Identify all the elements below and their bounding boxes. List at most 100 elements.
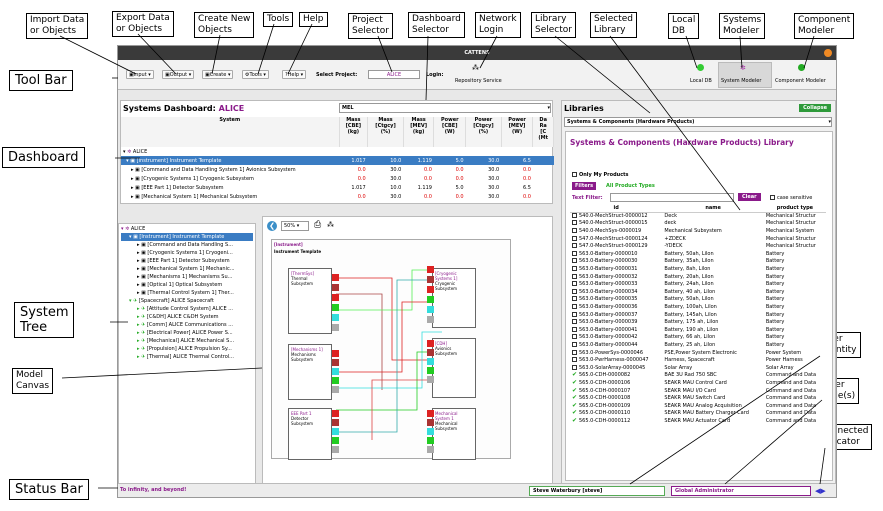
tree-item[interactable]: ▾ ✲ ALICE	[121, 226, 146, 232]
block-thermal[interactable]: [ThermSys]Thermal Subsystem	[288, 268, 332, 334]
tree-item[interactable]: ▸ ✈ [Thermal] ALICE Thermal Control...	[137, 354, 234, 360]
block-avionics[interactable]: [CDH]Avionics Subsystem	[432, 338, 476, 398]
print-icon[interactable]: ⎙	[314, 220, 322, 230]
port[interactable]	[427, 349, 434, 356]
tree-item[interactable]: ▸ ✈ [Comm] ALICE Communications ...	[137, 322, 233, 328]
table-row[interactable]: ▸ ▣ [Cryogenic Systems 1] Cryogenic Subs…	[123, 175, 531, 182]
tree-item[interactable]: ▸ ▣ [Optical 1] Optical Subsystem	[137, 282, 223, 288]
tree-item[interactable]: ▸ ✈ [C&DH] ALICE C&DH System	[137, 314, 219, 320]
port[interactable]	[332, 284, 339, 291]
port[interactable]	[332, 419, 339, 426]
port[interactable]	[332, 274, 339, 281]
port[interactable]	[332, 437, 339, 444]
port[interactable]	[332, 410, 339, 417]
tree-item[interactable]: ▸ ✈ [Propulsion] ALICE Propulsion Sy...	[137, 346, 232, 352]
table-row[interactable]: ▾ ✲ ALICE	[123, 148, 148, 155]
port[interactable]	[427, 428, 434, 435]
table-row[interactable]: ▸ ▣ [Command and Data Handling System 1]…	[123, 166, 531, 173]
tree-item[interactable]: ▸ ▣ [EEE Part 1] Detector Subsystem	[137, 258, 230, 264]
tools-button[interactable]: ⚙Tools ▾	[242, 70, 269, 79]
only-my-products[interactable]: Only My Products	[572, 172, 629, 178]
port[interactable]	[427, 266, 434, 273]
col-name[interactable]: name	[662, 205, 764, 214]
tree-item[interactable]: ▸ ✈ [Mechanical] ALICE Mechanical S...	[137, 338, 235, 344]
port[interactable]	[427, 306, 434, 313]
case-sensitive[interactable]: case sensitive	[770, 195, 812, 201]
tree-item[interactable]: ▸ ▣ [Mechanical System 1] Mechanic...	[137, 266, 235, 272]
block-cryogenic[interactable]: [Cryogenic Systems 1]Cryogenic Subsystem	[432, 268, 476, 328]
port[interactable]	[332, 324, 339, 331]
local-db-icon[interactable]	[697, 64, 704, 73]
create-button[interactable]: ▣Create ▾	[202, 70, 234, 79]
tree-item[interactable]: ▸ ▣ [Cryogenic Systems 1] Cryogeni...	[137, 250, 233, 256]
text-filter-input[interactable]	[610, 193, 734, 202]
table-row[interactable]: ▸ ▣ [Mechanical System 1] Mechanical Sub…	[123, 193, 531, 200]
port[interactable]	[332, 350, 339, 357]
port[interactable]	[427, 367, 434, 374]
tree-item[interactable]: ▸ ▣ [Command and Data Handling S...	[137, 242, 234, 248]
block-mechanisms[interactable]: [Mechanisms 1]Mechanisms Subsystem	[288, 344, 332, 400]
port[interactable]	[332, 304, 339, 311]
port[interactable]	[427, 410, 434, 417]
port[interactable]	[332, 386, 339, 393]
port[interactable]	[427, 419, 434, 426]
col-id[interactable]: id	[570, 205, 663, 214]
close-icon[interactable]	[824, 49, 832, 57]
collapse-button[interactable]: Collapse	[799, 104, 831, 112]
port[interactable]	[427, 286, 434, 293]
network-icon[interactable]: ⁂	[327, 221, 334, 229]
component-modeler-icon[interactable]	[798, 64, 805, 73]
port[interactable]	[332, 428, 339, 435]
dashboard-selector[interactable]: MEL▾	[339, 103, 551, 113]
input-button[interactable]: ▣Input ▾	[126, 70, 154, 79]
back-icon[interactable]: ❮	[267, 221, 277, 231]
port[interactable]	[332, 446, 339, 453]
network-login-icon[interactable]: ⁂	[472, 64, 479, 72]
tree-item[interactable]: ▾ ▣ [Instrument] Instrument Template	[121, 233, 253, 241]
tree-item[interactable]: ▾ ✈ [Spacecraft] ALICE Spacecraft	[129, 298, 214, 304]
port[interactable]	[427, 376, 434, 383]
zoom-select[interactable]: 50% ▾	[281, 221, 309, 231]
port[interactable]	[332, 377, 339, 384]
help-button[interactable]: ?Help ▾	[282, 70, 307, 79]
col-product-type[interactable]: product type	[763, 205, 826, 214]
clear-button[interactable]: Clear	[738, 193, 761, 201]
tree-item[interactable]: ▸ ▣ [Mechanisms 1] Mechanisms Su...	[137, 274, 233, 280]
port[interactable]	[332, 359, 339, 366]
port[interactable]	[427, 437, 434, 444]
port[interactable]	[427, 316, 434, 323]
tree-item[interactable]: ▸ ▣ [Thermal Control System 1] Ther...	[137, 290, 234, 296]
systems-modeler-icon[interactable]: ✲	[740, 64, 746, 72]
output-button[interactable]: ▣Output ▾	[162, 70, 195, 79]
tree-item[interactable]: ▸ ✈ [Electrical Power] ALICE Power S...	[137, 330, 233, 336]
port[interactable]	[427, 358, 434, 365]
